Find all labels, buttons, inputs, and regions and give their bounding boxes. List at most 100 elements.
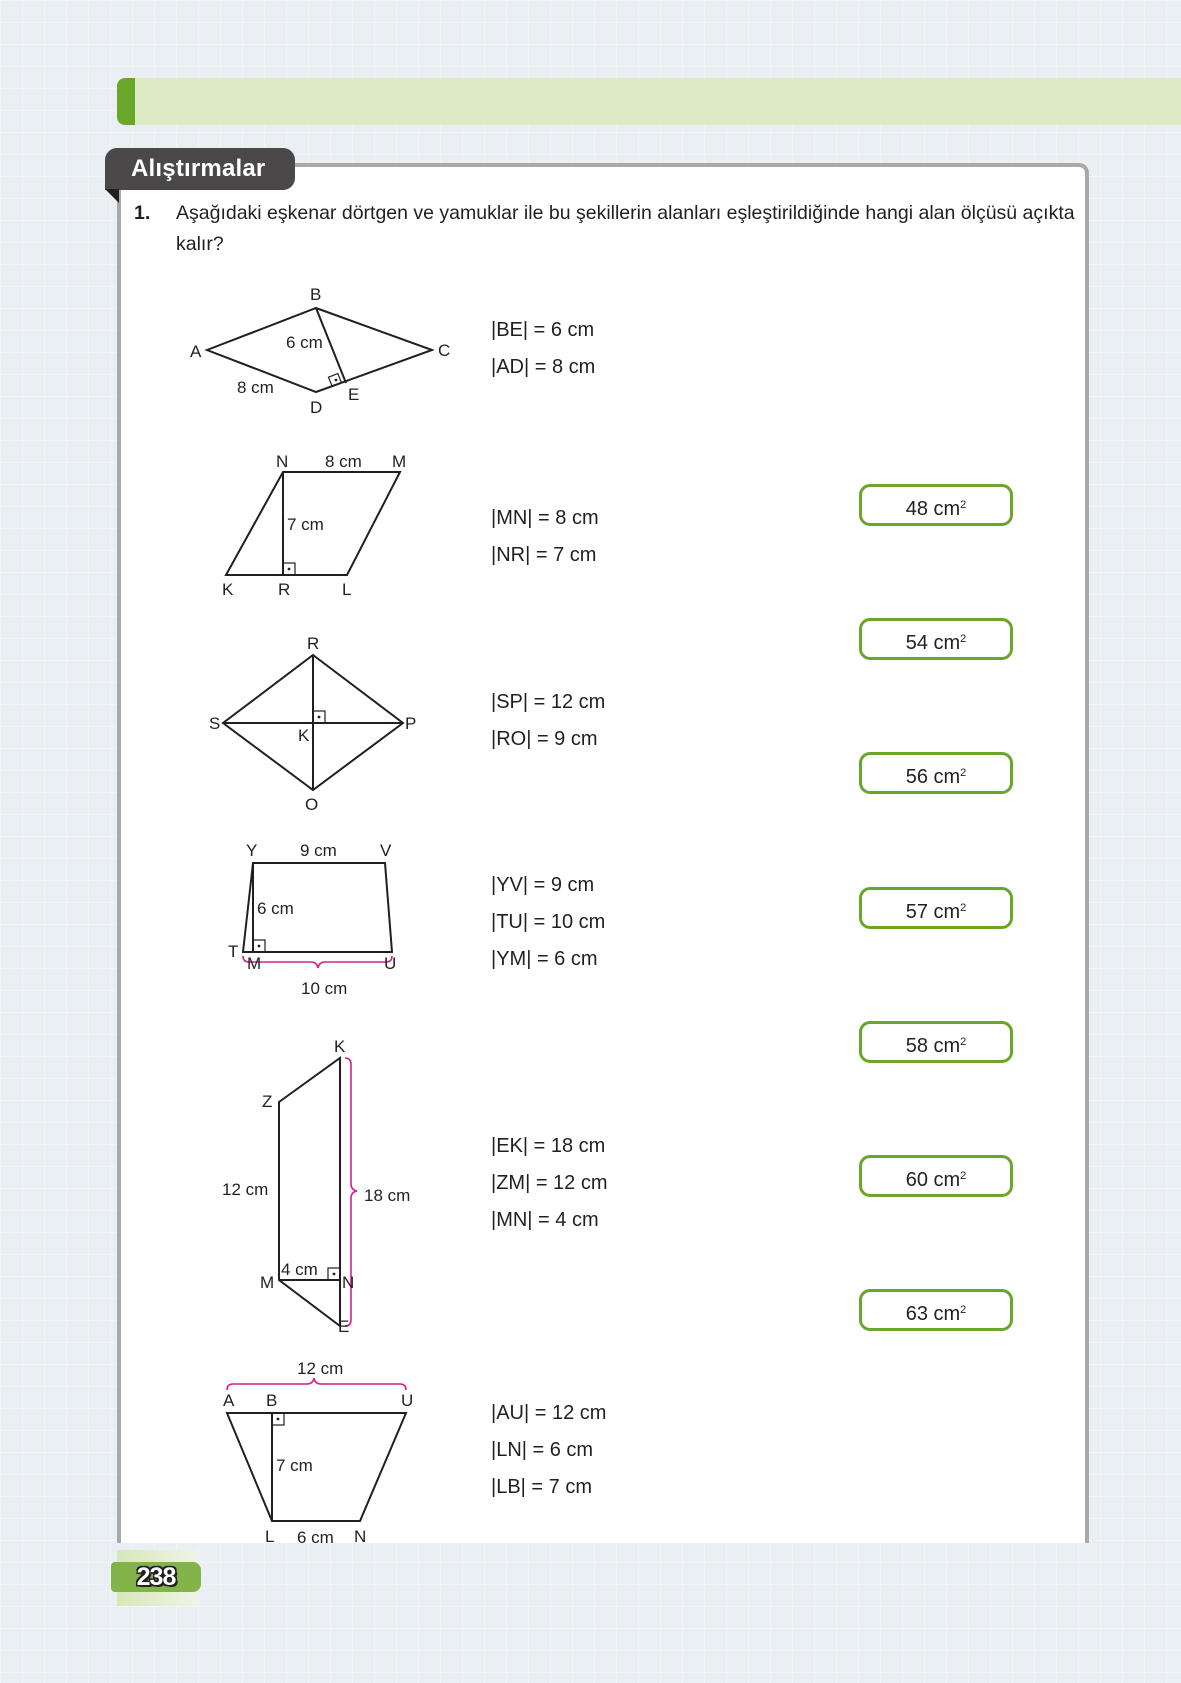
label-u: U (401, 1391, 413, 1410)
label-k: K (298, 726, 310, 745)
given-values-3: |SP| = 12 cm |RO| = 9 cm (491, 684, 605, 758)
label-n: N (276, 452, 288, 471)
answer-box-48[interactable]: 48 cm2 (859, 484, 1013, 526)
label-p: P (405, 714, 416, 733)
label-y: Y (246, 841, 257, 860)
answer-exponent: 2 (960, 1170, 967, 1182)
answer-value: 54 cm (905, 632, 961, 654)
label-top: 9 cm (300, 841, 337, 860)
answer-exponent: 2 (960, 1036, 967, 1048)
label-e: E (348, 385, 359, 404)
label-d: D (310, 398, 322, 417)
label-m: M (392, 452, 406, 471)
label-a: A (190, 342, 202, 361)
given-sp: |SP| = 12 cm (491, 691, 606, 713)
label-r: R (307, 634, 319, 653)
label-right: 18 cm (364, 1186, 410, 1205)
label-b: B (266, 1391, 277, 1410)
answer-box-58[interactable]: 58 cm2 (859, 1021, 1013, 1063)
given-ek: |EK| = 18 cm (491, 1135, 606, 1157)
answer-box-54[interactable]: 54 cm2 (859, 618, 1013, 660)
answer-box-56[interactable]: 56 cm2 (859, 752, 1013, 794)
tab-fold-decoration (105, 189, 119, 203)
label-e: E (338, 1317, 349, 1336)
answer-value: 63 cm (905, 1303, 961, 1325)
answer-value: 56 cm (905, 766, 961, 788)
label-left: 12 cm (222, 1180, 268, 1199)
figure-trapezoid-yvut: Y V T M U 9 cm 6 cm 10 cm (225, 840, 425, 1015)
label-c: C (438, 341, 450, 360)
section-tab: Alıştırmalar (105, 148, 295, 190)
label-height: 7 cm (276, 1456, 313, 1475)
answer-box-63[interactable]: 63 cm2 (859, 1289, 1013, 1331)
label-l: L (342, 580, 351, 599)
label-o: O (305, 795, 318, 814)
answer-value: 58 cm (905, 1035, 961, 1057)
header-band-accent (117, 78, 135, 125)
label-z: Z (262, 1092, 272, 1111)
rhombus-klmn-diagram: N M K R L 8 cm 7 cm (222, 452, 406, 599)
label-bottom: 10 cm (301, 979, 347, 998)
given-zm: |ZM| = 12 cm (491, 1172, 608, 1194)
given-values-6: |AU| = 12 cm |LN| = 6 cm |LB| = 7 cm (491, 1395, 606, 1506)
answer-value: 60 cm (905, 1169, 961, 1191)
label-b: B (310, 285, 321, 304)
answer-exponent: 2 (960, 902, 967, 914)
label-a: A (223, 1391, 235, 1410)
figure-trapezoid-zkem: K Z M N E 12 cm 18 cm 4 cm (220, 1030, 440, 1345)
given-mn: |MN| = 8 cm (491, 507, 599, 529)
label-n: N (354, 1527, 366, 1546)
label-r: R (278, 580, 290, 599)
header-band (117, 78, 1181, 125)
question-text: Aşağıdaki eşkenar dörtgen ve yamuklar il… (176, 202, 1075, 255)
answer-box-60[interactable]: 60 cm2 (859, 1155, 1013, 1197)
given-mn: |MN| = 4 cm (491, 1209, 599, 1231)
rhombus-abcd-diagram: A B C D E 8 cm 6 cm (190, 285, 450, 417)
figure-rhombus-klmn: N M K R L 8 cm 7 cm (210, 452, 410, 600)
given-lb: |LB| = 7 cm (491, 1476, 592, 1498)
given-ad: |AD| = 8 cm (491, 356, 596, 378)
label-k: K (334, 1037, 346, 1056)
figure-trapezoid-auln: A B U L N 12 cm 7 cm 6 cm (210, 1359, 430, 1547)
given-ln: |LN| = 6 cm (491, 1439, 594, 1461)
answer-value: 48 cm (905, 498, 961, 520)
label-top: 8 cm (325, 452, 362, 471)
label-v: V (380, 841, 392, 860)
label-s: S (209, 714, 220, 733)
given-yv: |YV| = 9 cm (491, 874, 595, 896)
given-values-2: |MN| = 8 cm |NR| = 7 cm (491, 500, 599, 574)
label-bottom: 6 cm (297, 1528, 334, 1547)
label-m: M (260, 1273, 274, 1292)
given-values-4: |YV| = 9 cm |TU| = 10 cm |YM| = 6 cm (491, 867, 605, 978)
label-l: L (265, 1527, 274, 1546)
given-tu: |TU| = 10 cm (491, 911, 606, 933)
answer-exponent: 2 (960, 1304, 967, 1316)
rhombus-srpo-diagram: R S P O K (209, 634, 416, 814)
label-height: 6 cm (286, 333, 323, 352)
label-m: M (247, 954, 261, 973)
trapezoid-zkem-diagram: K Z M N E 12 cm 18 cm 4 cm (222, 1037, 410, 1336)
given-au: |AU| = 12 cm (491, 1402, 607, 1424)
label-n: N (342, 1273, 354, 1292)
given-ro: |RO| = 9 cm (491, 728, 598, 750)
page-number: 238 (111, 1562, 201, 1592)
label-height: 7 cm (287, 515, 324, 534)
given-nr: |NR| = 7 cm (491, 544, 597, 566)
answer-value: 57 cm (905, 901, 961, 923)
trapezoid-auln-diagram: A B U L N 12 cm 7 cm 6 cm (223, 1359, 413, 1547)
given-ym: |YM| = 6 cm (491, 948, 598, 970)
trapezoid-yvut-diagram: Y V T M U 9 cm 6 cm 10 cm (228, 841, 396, 998)
answer-exponent: 2 (960, 499, 967, 511)
figure-rhombus-srpo: R S P O K (205, 634, 425, 820)
answer-exponent: 2 (960, 633, 967, 645)
label-u: U (384, 954, 396, 973)
label-height: 4 cm (281, 1260, 318, 1279)
given-values-1: |BE| = 6 cm |AD| = 8 cm (491, 312, 595, 386)
question-number: 1. (134, 202, 151, 224)
answer-exponent: 2 (960, 767, 967, 779)
label-height: 6 cm (257, 899, 294, 918)
given-be: |BE| = 6 cm (491, 319, 595, 341)
answer-box-57[interactable]: 57 cm2 (859, 887, 1013, 929)
label-k: K (222, 580, 234, 599)
label-top: 12 cm (297, 1359, 343, 1378)
